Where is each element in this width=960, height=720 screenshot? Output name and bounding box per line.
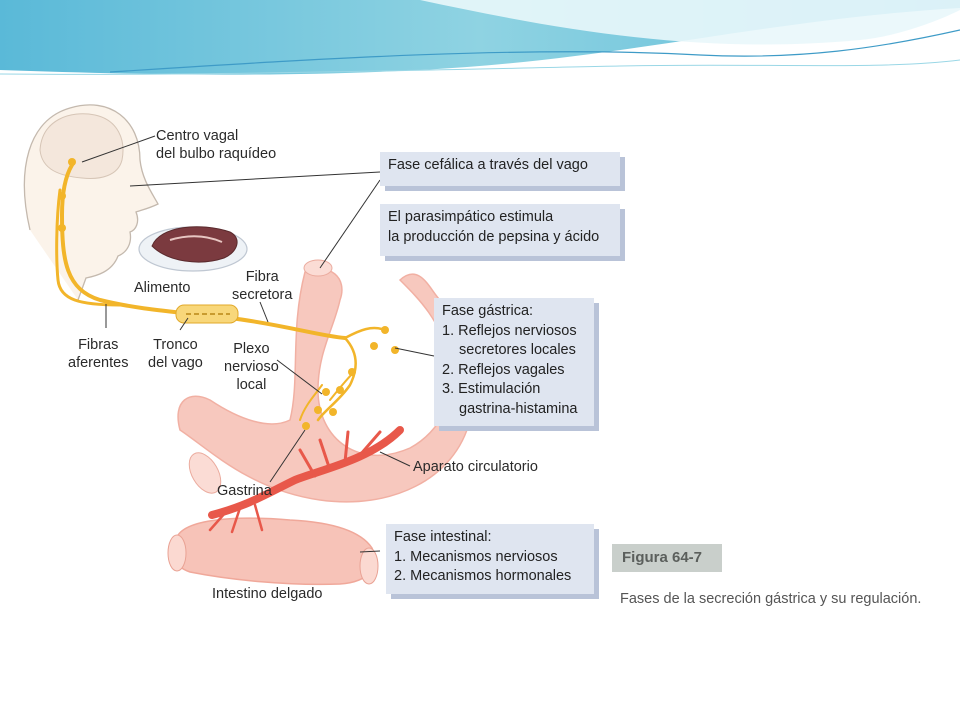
figure-number: Figura 64-7 — [612, 544, 722, 572]
brain — [39, 113, 124, 179]
box-fase-cefalica: Fase cefálica a través del vago — [380, 152, 620, 186]
artery — [208, 426, 404, 534]
leader-lines — [81, 135, 435, 553]
header-waves — [0, 0, 960, 75]
label-alimento: Alimento — [134, 280, 191, 296]
meat — [151, 226, 238, 263]
box-fase-gastrica: Fase gástrica: 1. Reflejos nerviosos sec… — [434, 298, 594, 426]
nerve-nodes — [58, 158, 399, 430]
vagus-trunk — [175, 304, 239, 324]
small-intestine — [172, 517, 376, 586]
figure-caption: Fases de la secreción gástrica y su regu… — [620, 591, 922, 607]
label-gastrina: Gastrina — [217, 483, 272, 499]
box-parasimpatico: El parasimpático estimula la producción … — [380, 204, 620, 256]
label-intestino-delgado: Intestino delgado — [212, 586, 323, 602]
box-fase-intestinal: Fase intestinal: 1. Mecanismos nerviosos… — [386, 524, 594, 594]
label-aparato-circulatorio: Aparato circulatorio — [413, 459, 538, 475]
